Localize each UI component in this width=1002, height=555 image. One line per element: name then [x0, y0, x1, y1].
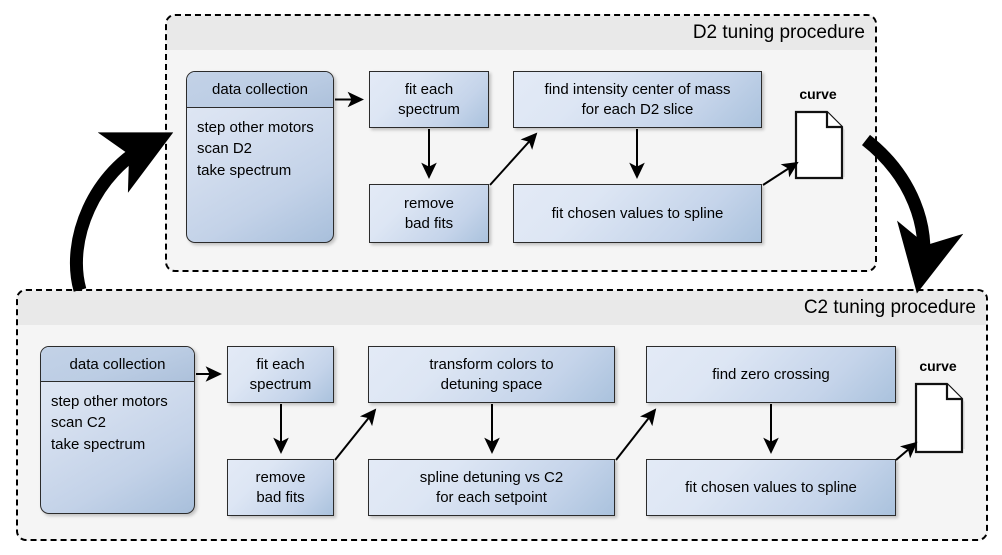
c2-fit-spline-line-1: fit chosen values to spline [685, 478, 857, 496]
c2-fit-line-1: fit each [256, 356, 305, 374]
c2-curve-label: curve [919, 358, 957, 374]
d2-dc-line-2: scan D2 [197, 140, 253, 158]
group-c2-title: C2 tuning procedure [803, 297, 976, 318]
c2-data-collection-box[interactable]: data collection step other motors scan C… [40, 346, 195, 514]
c2-spline-detuning-line-2: for each setpoint [436, 488, 547, 506]
d2-step-find-intensity-center-of-mass[interactable]: find intensity center of mass for each D… [513, 71, 762, 128]
d2-curve-label: curve [799, 86, 837, 102]
c2-curve-document-icon [913, 381, 965, 460]
c2-zero-crossing-line-1: find zero crossing [712, 365, 830, 383]
c2-step-remove-bad-fits[interactable]: remove bad fits [227, 459, 334, 516]
c2-transform-line-2: detuning space [440, 375, 543, 393]
group-d2-title-bar [167, 16, 875, 50]
c2-dc-line-3: take spectrum [51, 435, 146, 453]
arrow-c2-to-d2-loop [70, 132, 174, 292]
d2-dc-line-1: step other motors [197, 119, 314, 136]
c2-data-collection-header: data collection [41, 347, 194, 382]
c2-spline-detuning-line-1: spline detuning vs C2 [419, 469, 564, 487]
d2-step-fit-each-spectrum[interactable]: fit each spectrum [369, 71, 489, 128]
c2-dc-line-1: step other motors [51, 393, 168, 410]
c2-remove-line-2: bad fits [256, 488, 305, 506]
c2-data-collection-body: step other motors scan C2 take spectrum [41, 383, 194, 513]
d2-fit-line-2: spectrum [398, 100, 460, 118]
c2-transform-line-1: transform colors to [429, 356, 554, 374]
c2-fit-line-2: spectrum [249, 375, 312, 393]
d2-step-fit-chosen-values-to-spline[interactable]: fit chosen values to spline [513, 184, 762, 243]
c2-step-fit-each-spectrum[interactable]: fit each spectrum [227, 346, 334, 403]
d2-step-remove-bad-fits[interactable]: remove bad fits [369, 184, 489, 243]
d2-data-collection-header: data collection [187, 72, 333, 108]
c2-output-curve[interactable]: curve [903, 358, 973, 476]
c2-step-find-zero-crossing[interactable]: find zero crossing [646, 346, 896, 403]
d2-remove-line-1: remove [403, 195, 455, 213]
d2-output-curve[interactable]: curve [783, 86, 853, 202]
d2-data-collection-body: step other motors scan D2 take spectrum [187, 109, 333, 242]
d2-remove-line-2: bad fits [404, 214, 454, 232]
d2-fit-line-1: fit each [404, 81, 454, 99]
c2-remove-line-1: remove [255, 469, 306, 487]
d2-intensity-line-2: for each D2 slice [581, 100, 694, 118]
d2-dc-line-3: take spectrum [197, 161, 292, 179]
c2-step-spline-detuning-vs-c2[interactable]: spline detuning vs C2 for each setpoint [368, 459, 615, 516]
d2-data-collection-box[interactable]: data collection step other motors scan D… [186, 71, 334, 243]
group-d2-title: D2 tuning procedure [692, 22, 865, 43]
d2-curve-document-icon [793, 109, 845, 186]
c2-step-transform-colors-to-detuning-space[interactable]: transform colors to detuning space [368, 346, 615, 403]
d2-spline-line-1: fit chosen values to spline [551, 204, 724, 222]
d2-intensity-line-1: find intensity center of mass [544, 81, 731, 99]
c2-step-fit-chosen-values-to-spline[interactable]: fit chosen values to spline [646, 459, 896, 516]
c2-dc-line-2: scan C2 [51, 414, 107, 432]
group-c2-title-bar [18, 291, 986, 325]
